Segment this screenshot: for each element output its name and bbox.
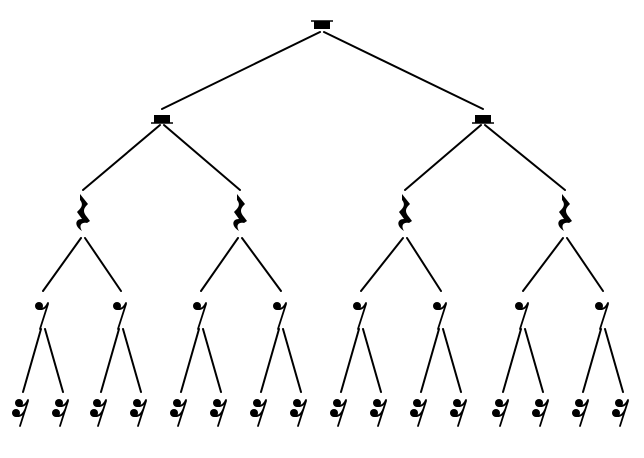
half-rest-icon [151, 115, 173, 124]
connector-line [82, 124, 161, 191]
eighth-rest-icon [35, 302, 49, 330]
sixteenth-rest-icon [410, 399, 427, 427]
quarter-rest-icon [233, 194, 247, 231]
connector-lines [22, 31, 624, 393]
quarter-rest-icon [558, 194, 572, 231]
connector-line [22, 328, 42, 393]
connector-line [163, 124, 241, 191]
connector-line [442, 328, 462, 393]
connector-line [406, 237, 442, 292]
quarter-rest-icon [76, 194, 90, 231]
connector-line [582, 328, 602, 393]
connector-line [404, 124, 482, 191]
sixteenth-rest-icon [250, 399, 267, 427]
sixteenth-rest-icon [532, 399, 549, 427]
connector-line [566, 237, 604, 292]
eighth-rest-icon [113, 302, 127, 330]
connector-line [100, 328, 120, 393]
quarter-rest-icon [398, 194, 412, 231]
connector-line [362, 328, 382, 393]
connector-line [524, 328, 544, 393]
connector-line [420, 328, 440, 393]
connector-line [360, 237, 404, 292]
eighth-rest-icon [515, 302, 529, 330]
eighth-rest-icon [353, 302, 367, 330]
connector-line [282, 328, 302, 393]
connector-line [502, 328, 522, 393]
eighth-rest-icon [273, 302, 287, 330]
connector-line [241, 237, 282, 292]
whole-rest-icon [311, 20, 333, 29]
connector-line [260, 328, 280, 393]
connector-line [180, 328, 200, 393]
sixteenth-rest-icon [450, 399, 467, 427]
connector-line [340, 328, 360, 393]
connector-line [323, 31, 484, 110]
sixteenth-rest-icon [370, 399, 387, 427]
sixteenth-rest-icon [210, 399, 227, 427]
connector-line [604, 328, 624, 393]
connector-line [84, 237, 122, 292]
eighth-rest-icon [193, 302, 207, 330]
sixteenth-rest-icon [52, 399, 69, 427]
connector-line [484, 124, 566, 191]
sixteenth-rest-icon [330, 399, 347, 427]
sixteenth-rest-icon [290, 399, 307, 427]
half-rest-icon [472, 115, 494, 124]
eighth-rest-icon [595, 302, 609, 330]
rest-symbols [12, 20, 629, 427]
connector-line [522, 237, 564, 292]
connector-line [200, 237, 239, 292]
sixteenth-rest-icon [612, 399, 629, 427]
sixteenth-rest-icon [12, 399, 29, 427]
sixteenth-rest-icon [492, 399, 509, 427]
connector-line [44, 328, 64, 393]
sixteenth-rest-icon [170, 399, 187, 427]
connector-line [42, 237, 82, 292]
sixteenth-rest-icon [572, 399, 589, 427]
connector-line [122, 328, 142, 393]
connector-line [202, 328, 222, 393]
sixteenth-rest-icon [90, 399, 107, 427]
connector-line [161, 31, 321, 110]
sixteenth-rest-icon [130, 399, 147, 427]
eighth-rest-icon [433, 302, 447, 330]
